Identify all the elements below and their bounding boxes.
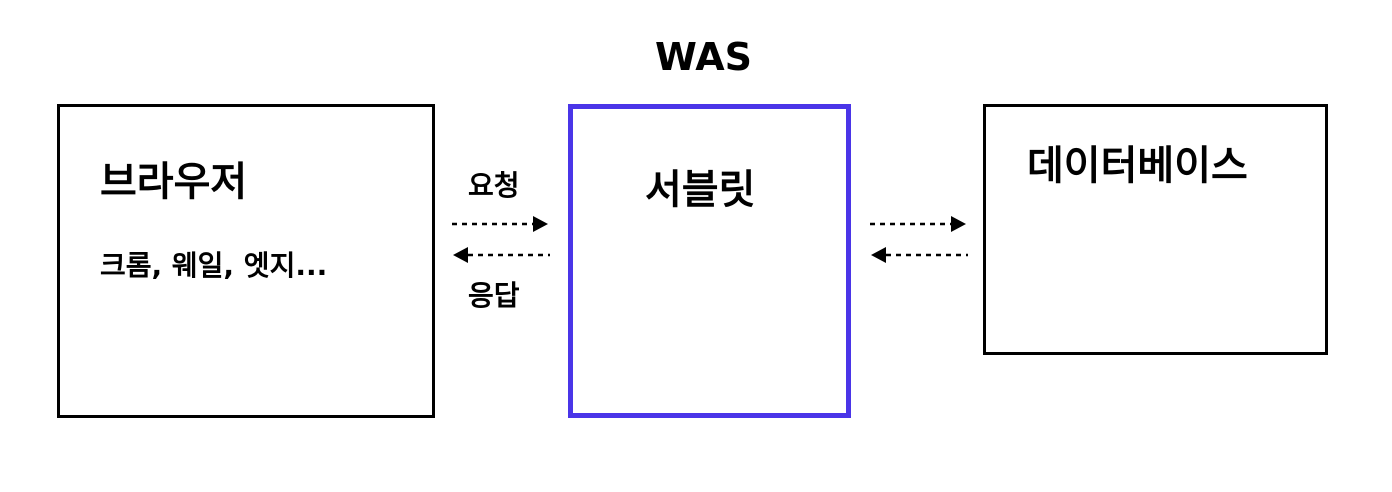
- was-label: WAS: [655, 35, 752, 79]
- database-title: 데이터베이스: [1027, 143, 1248, 189]
- browser-examples: 크롬, 웨일, 엣지...: [100, 249, 328, 282]
- db-response-arrowhead: [871, 247, 886, 263]
- servlet-title: 서블릿: [645, 167, 756, 213]
- request-label: 요청: [468, 169, 520, 202]
- request-arrowhead: [533, 216, 548, 232]
- browser-box: [57, 104, 435, 418]
- browser-title: 브라우저: [100, 159, 248, 205]
- database-box: [983, 104, 1328, 355]
- response-arrowhead: [453, 247, 468, 263]
- servlet-box: [568, 104, 851, 418]
- db-request-arrowhead: [951, 216, 966, 232]
- response-label: 응답: [468, 279, 520, 312]
